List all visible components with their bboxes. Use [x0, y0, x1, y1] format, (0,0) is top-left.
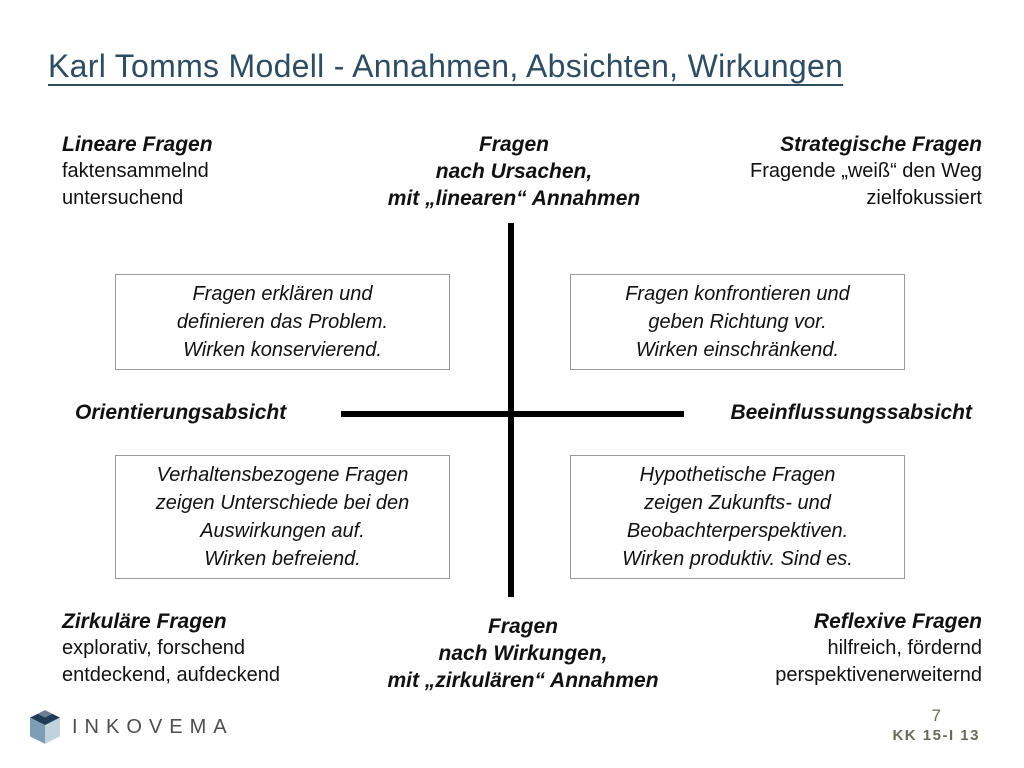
- label-strategische-fragen-line2: zielfokussiert: [866, 187, 982, 209]
- label-ursachen-line2: nach Ursachen,: [435, 160, 593, 183]
- label-zirkulaere-fragen: Zirkuläre Fragen explorativ, forschend e…: [62, 608, 280, 689]
- label-lineare-fragen-line1: faktensammelnd: [62, 160, 209, 182]
- axis-label-right: Beeinflussungssabsicht: [730, 401, 972, 424]
- footer-logo: INKOVEMA: [30, 710, 234, 744]
- footer-page-block: 7 KK 15-I 13: [892, 706, 980, 746]
- page-number: 7: [931, 706, 941, 725]
- box-upper-left-line1: Fragen erklären und: [192, 283, 373, 305]
- label-zirkulaere-fragen-title: Zirkuläre Fragen: [62, 610, 227, 633]
- box-lower-left-line4: Wirken befreiend.: [204, 548, 361, 570]
- slide-code: KK 15-I 13: [892, 727, 980, 744]
- label-reflexive-fragen-title: Reflexive Fragen: [813, 610, 982, 633]
- box-upper-right-line2: geben Richtung vor.: [648, 311, 827, 333]
- label-fragen-nach-wirkungen: Fragen nach Wirkungen, mit „zirkulären“ …: [363, 613, 683, 694]
- label-zirkulaere-fragen-line1: explorativ, forschend: [62, 637, 246, 659]
- box-lower-right-line4: Wirken produktiv. Sind es.: [622, 548, 853, 570]
- label-lineare-fragen-line2: untersuchend: [62, 187, 184, 209]
- label-zirkulaere-fragen-line2: entdeckend, aufdeckend: [62, 664, 280, 686]
- box-upper-right-line3: Wirken einschränkend.: [635, 339, 840, 361]
- axis-label-left: Orientierungsabsicht: [75, 401, 287, 424]
- label-strategische-fragen-title: Strategische Fragen: [780, 133, 982, 156]
- box-upper-left: Fragen erklären und definieren das Probl…: [115, 274, 450, 370]
- label-lineare-fragen-title: Lineare Fragen: [62, 133, 213, 156]
- box-lower-left-line1: Verhaltensbezogene Fragen: [156, 464, 409, 486]
- label-reflexive-fragen-line1: hilfreich, fördernd: [827, 637, 982, 659]
- box-lower-right: Hypothetische Fragen zeigen Zukunfts- un…: [570, 455, 905, 579]
- box-lower-right-line1: Hypothetische Fragen: [639, 464, 836, 486]
- box-upper-right: Fragen konfrontieren und geben Richtung …: [570, 274, 905, 370]
- label-ursachen-line1: Fragen: [478, 133, 549, 156]
- label-lineare-fragen: Lineare Fragen faktensammelnd untersuche…: [62, 131, 213, 212]
- label-strategische-fragen-line1: Fragende „weiß“ den Weg: [750, 160, 982, 182]
- label-wirkungen-line3: mit „zirkulären“ Annahmen: [387, 669, 659, 692]
- box-lower-left: Verhaltensbezogene Fragen zeigen Untersc…: [115, 455, 450, 579]
- box-lower-left-line3: Auswirkungen auf.: [200, 520, 365, 542]
- label-wirkungen-line2: nach Wirkungen,: [438, 642, 608, 665]
- axis-vertical-line: [508, 223, 514, 597]
- box-upper-left-line3: Wirken konservierend.: [183, 339, 382, 361]
- label-strategische-fragen: Strategische Fragen Fragende „weiß“ den …: [750, 131, 982, 212]
- box-lower-right-line3: Beobachterperspektiven.: [626, 520, 849, 542]
- label-wirkungen-line1: Fragen: [487, 615, 558, 638]
- footer-logo-text: INKOVEMA: [72, 715, 234, 738]
- label-ursachen-line3: mit „linearen“ Annahmen: [387, 187, 641, 210]
- label-fragen-nach-ursachen: Fragen nach Ursachen, mit „linearen“ Ann…: [354, 131, 674, 212]
- box-lower-right-line2: zeigen Zukunfts- und: [644, 492, 831, 514]
- box-upper-right-line1: Fragen konfrontieren und: [625, 283, 850, 305]
- label-reflexive-fragen: Reflexive Fragen hilfreich, fördernd per…: [775, 608, 982, 689]
- label-reflexive-fragen-line2: perspektivenerweiternd: [775, 664, 982, 686]
- inkovema-cube-icon: [30, 710, 60, 744]
- box-lower-left-line2: zeigen Unterschiede bei den: [155, 492, 410, 514]
- box-upper-left-line2: definieren das Problem.: [176, 311, 389, 333]
- slide-title: Karl Tomms Modell - Annahmen, Absichten,…: [48, 48, 844, 84]
